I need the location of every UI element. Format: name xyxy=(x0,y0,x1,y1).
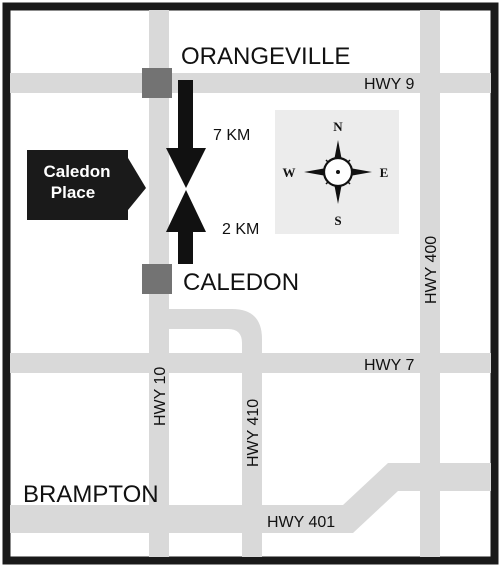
road-label-hwy10: HWY 10 xyxy=(152,367,169,426)
road-hwy400 xyxy=(420,10,440,557)
callout-line1: Caledon xyxy=(43,162,110,181)
place-label-orangeville: ORANGEVILLE xyxy=(181,43,350,70)
marker-orangeville-intersection xyxy=(142,68,172,98)
arrow-up-icon xyxy=(166,190,206,264)
caledon-place-callout: Caledon Place xyxy=(27,150,146,220)
roads xyxy=(10,10,491,557)
road-label-hwy7: HWY 7 xyxy=(364,357,414,374)
road-hwy9 xyxy=(10,73,491,93)
place-label-caledon: CALEDON xyxy=(183,269,299,296)
place-label-brampton: BRAMPTON xyxy=(23,481,159,508)
road-label-hwy410: HWY 410 xyxy=(245,399,262,467)
compass-label-w: W xyxy=(283,165,296,180)
compass-rose-icon: N S E W xyxy=(275,110,399,234)
distance-arrows xyxy=(166,80,206,264)
marker-caledon-intersection xyxy=(142,264,172,294)
road-label-hwy9: HWY 9 xyxy=(364,76,414,93)
compass-label-e: E xyxy=(380,165,389,180)
road-label-hwy401: HWY 401 xyxy=(267,514,335,531)
distance-label-south: 2 KM xyxy=(222,221,259,238)
compass-label-n: N xyxy=(333,119,343,134)
compass-center xyxy=(336,170,340,174)
road-hwy401 xyxy=(10,463,491,533)
distance-label-north: 7 KM xyxy=(213,127,250,144)
callout-box xyxy=(27,150,128,220)
compass-label-s: S xyxy=(334,213,341,228)
road-label-hwy400: HWY 400 xyxy=(423,236,440,304)
callout-line2: Place xyxy=(51,183,95,202)
arrow-down-icon xyxy=(166,80,206,188)
